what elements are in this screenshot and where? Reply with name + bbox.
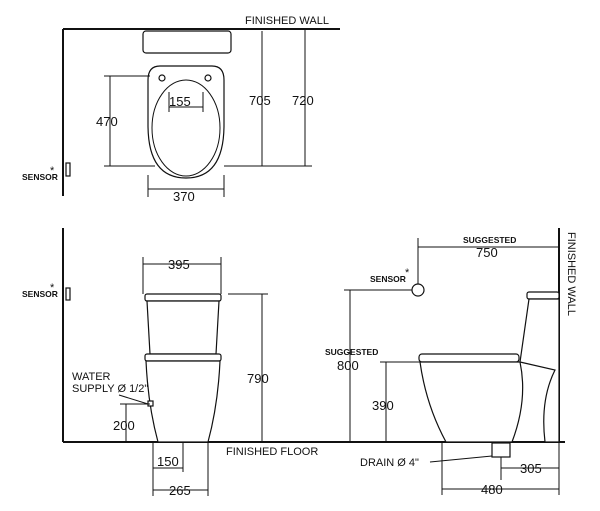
side-sensor-circle (411, 283, 425, 297)
side-sensor-label: SENSOR (370, 274, 406, 284)
front-sensor-label: SENSOR (22, 289, 58, 299)
suggested-750-label: SUGGESTED (463, 235, 516, 245)
finished-wall-side-label: FINISHED WALL (565, 232, 577, 316)
side-bowl-body (419, 361, 524, 443)
water-supply-leader (118, 394, 149, 405)
dim-200-text: 200 (113, 418, 135, 433)
dim-265-text: 265 (169, 483, 191, 498)
front-sensor-mark: * (50, 282, 55, 294)
dim-370-text: 370 (173, 189, 195, 204)
finished-floor-label: FINISHED FLOOR (226, 446, 318, 458)
finished-wall-top-label: FINISHED WALL (245, 15, 329, 27)
top-sensor-box (65, 162, 71, 177)
dim-480-text: 480 (481, 482, 503, 497)
dim-750-text: 750 (476, 245, 498, 260)
dim-395-text: 395 (168, 257, 190, 272)
top-hinge-right (204, 74, 212, 82)
front-tank-lid (144, 293, 222, 302)
dim-155-text: 155 (169, 94, 191, 109)
dim-305-text: 305 (520, 461, 542, 476)
top-sensor-label: SENSOR (22, 172, 58, 182)
dim-720-text: 720 (292, 93, 314, 108)
side-tank-body (519, 298, 560, 443)
top-tank-shape (142, 30, 232, 54)
top-sensor-mark: * (50, 165, 55, 177)
side-view: FINISHED WALL SUGGESTED 750 SENSOR * SUG… (325, 228, 577, 497)
side-tank-lid (526, 291, 560, 300)
front-tank-body (146, 300, 220, 355)
front-bowl-body (145, 360, 221, 443)
front-sensor-box (65, 287, 71, 301)
drain-leader (429, 455, 493, 463)
suggested-800-label: SUGGESTED (325, 347, 378, 357)
dim-390-text: 390 (372, 398, 394, 413)
side-seat (418, 353, 520, 363)
dim-800-text: 800 (337, 358, 359, 373)
side-sensor-mark: * (405, 267, 410, 279)
dim-790-text: 790 (247, 371, 269, 386)
top-bowl-outer (147, 65, 225, 179)
top-hinge-left (158, 74, 166, 82)
top-seat-ring (151, 79, 221, 177)
water-supply-label-1: WATER (72, 371, 111, 383)
water-supply-label-2: SUPPLY Ø 1/2" (72, 383, 148, 395)
top-view: FINISHED WALL SENSOR * 155 470 370 705 7… (22, 15, 340, 204)
drain-label: DRAIN Ø 4" (360, 457, 419, 469)
dim-150-text: 150 (157, 454, 179, 469)
front-seat (144, 353, 222, 362)
drain-pipe (491, 442, 511, 458)
dim-470-text: 470 (96, 114, 118, 129)
dim-705-text: 705 (249, 93, 271, 108)
